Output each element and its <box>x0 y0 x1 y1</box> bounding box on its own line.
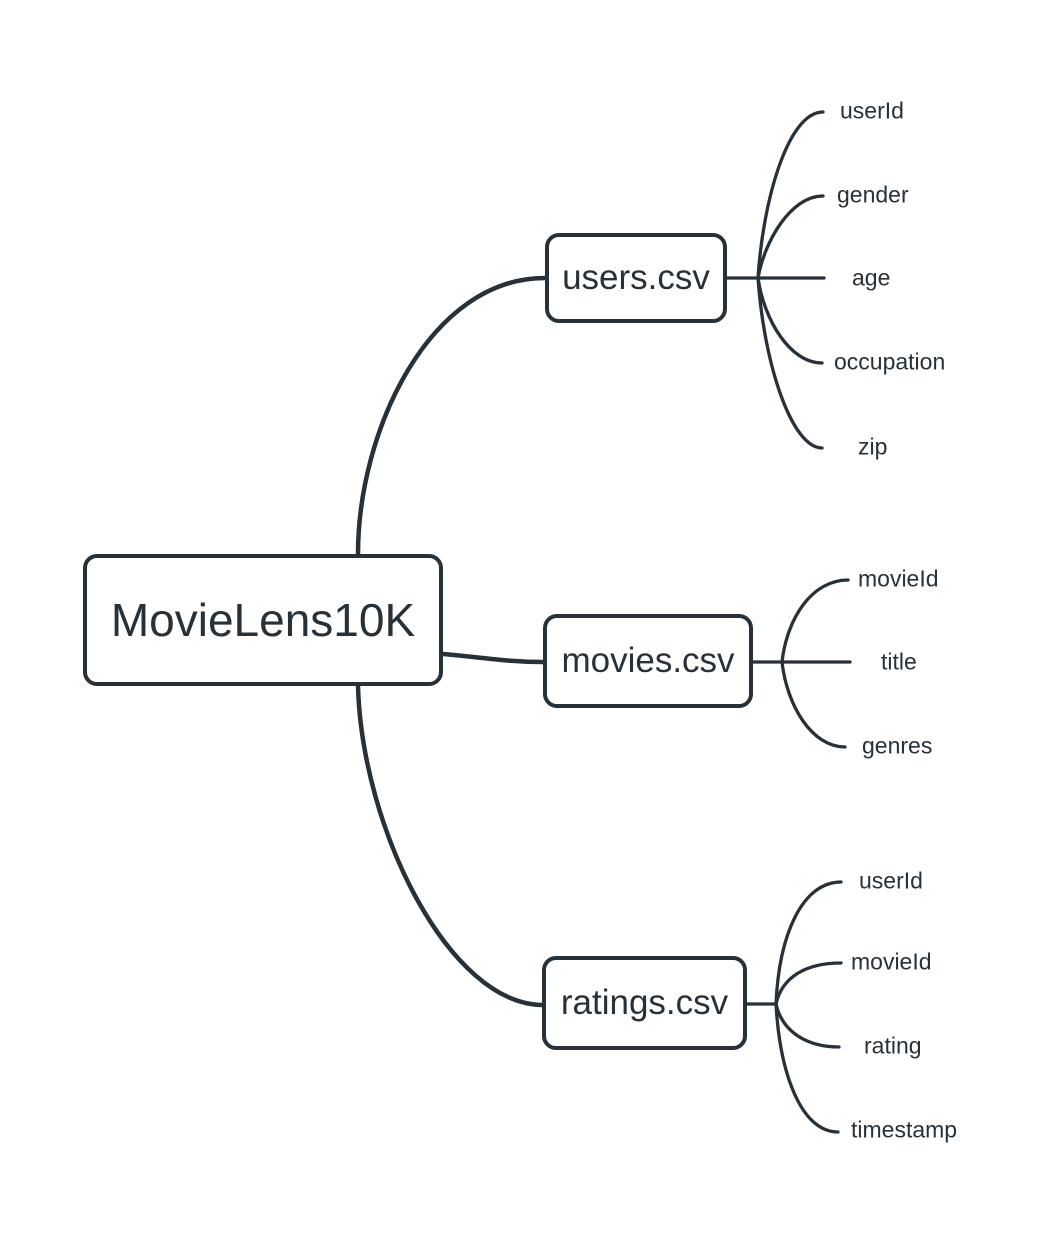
link-users-zip <box>756 276 824 450</box>
field-users-occupation: occupation <box>834 348 946 375</box>
node-users-csv: users.csv <box>545 233 727 323</box>
link-movies-genres <box>780 660 847 749</box>
link-users-occupation <box>756 276 824 365</box>
field-users-zip: zip <box>858 433 888 460</box>
field-ratings-rating: rating <box>864 1032 922 1059</box>
root-label: MovieLens10K <box>110 594 416 646</box>
field-ratings-movieid: movieId <box>851 948 932 975</box>
link-ratings-timestamp <box>774 1002 840 1134</box>
link-ratings-rating <box>774 1002 841 1049</box>
link-users-gender <box>756 194 825 280</box>
field-movies-genres: genres <box>862 732 933 759</box>
field-movies-movieid: movieId <box>858 565 939 592</box>
link-root-ratings <box>355 683 546 1008</box>
field-ratings-timestamp: timestamp <box>851 1116 958 1143</box>
users-csv-label: users.csv <box>562 258 710 297</box>
ratings-csv-label: ratings.csv <box>560 983 729 1022</box>
field-users-age: age <box>852 264 891 291</box>
node-ratings-csv: ratings.csv <box>542 956 747 1050</box>
link-root-users <box>355 275 548 557</box>
link-users-userid <box>756 110 825 280</box>
link-ratings-movieid <box>774 961 843 1006</box>
field-users-gender: gender <box>837 181 909 208</box>
field-ratings-userid: userId <box>859 867 923 894</box>
node-movies-csv: movies.csv <box>543 614 753 708</box>
field-movies-title: title <box>881 648 917 675</box>
link-root-movies <box>440 651 546 665</box>
link-movies-movieid <box>780 578 850 664</box>
node-root: MovieLens10K <box>83 554 443 686</box>
field-users-userid: userId <box>840 97 904 124</box>
movies-csv-label: movies.csv <box>561 641 735 680</box>
link-ratings-userid <box>774 880 843 1006</box>
